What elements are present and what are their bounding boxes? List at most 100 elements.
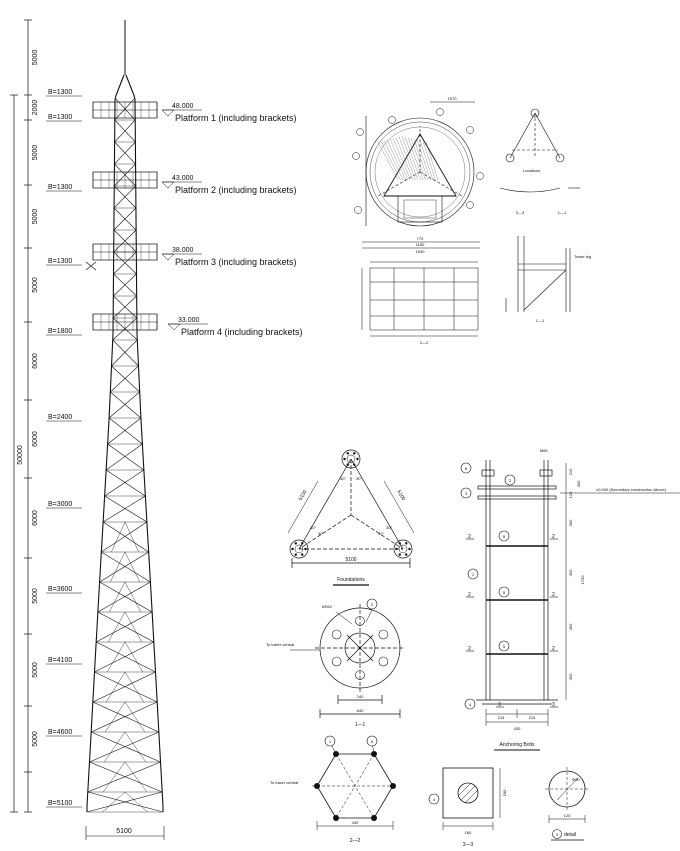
secondary-brace: [104, 731, 126, 763]
brace: [99, 581, 153, 613]
plate-hole: [355, 670, 365, 680]
bolt-dim-bottom-1: 215: [498, 715, 505, 720]
plate-dim-inner: 240: [357, 694, 364, 699]
platform-plan-top-dim: 1570: [448, 96, 458, 101]
foundation-plan: [287, 458, 415, 568]
segment-label: 5000: [32, 731, 39, 747]
bolt-callout-circle: [498, 530, 510, 542]
section-mark: 3: [498, 702, 501, 708]
brace: [114, 141, 136, 165]
anchor-group: [341, 449, 361, 469]
callout-bubble: [476, 172, 484, 180]
bolt-callout: 5: [503, 534, 506, 539]
section-mark: 2: [552, 646, 555, 652]
locations-detail: [499, 108, 580, 193]
anchor-plate-section-1-1: [290, 604, 405, 718]
s33-callout-circle: [428, 793, 440, 805]
base-width-dimension: [85, 826, 165, 840]
secondary-brace: [124, 551, 140, 583]
grating-line: [395, 137, 414, 181]
anchor-bolt: [291, 547, 294, 551]
secondary-brace: [124, 641, 143, 673]
brace: [96, 641, 156, 673]
grating-line: [416, 139, 431, 181]
grating-line: [398, 136, 416, 181]
bolt-callout-circle: [467, 568, 479, 580]
grating-line: [392, 138, 411, 181]
segment-label: 2000: [32, 100, 39, 116]
panel-width-label: B=3000: [48, 501, 72, 508]
panel-width-label: B=1300: [48, 258, 72, 265]
platform-name: Platform 3 (including brackets): [175, 257, 297, 267]
bolt-dim-right: 450: [568, 673, 573, 680]
anchor-bolt: [343, 457, 346, 461]
brace: [102, 521, 149, 553]
bolt-dim-right: 400: [576, 480, 581, 487]
brace: [111, 339, 138, 367]
brace: [113, 229, 137, 253]
anchor-bolt: [395, 547, 398, 551]
foundation-base-dim: 5100: [345, 557, 356, 563]
secondary-brace: [108, 611, 126, 643]
detail-caption: detail: [564, 832, 576, 838]
anchor-group: [289, 539, 309, 559]
bolt-dim-bottom-total: 430: [514, 726, 521, 731]
brace: [110, 365, 139, 393]
section-mark: 2: [468, 592, 471, 598]
brace: [89, 731, 159, 763]
section-3-3-top-caption: 3—3: [516, 210, 525, 215]
level-marker: [167, 323, 181, 331]
bolt-callout: 1: [472, 572, 475, 577]
segment-label: 6000: [32, 353, 39, 369]
secondary-brace: [124, 611, 142, 643]
anchoring-bolts-caption: Anchoring Bolts: [499, 742, 535, 748]
angle-2: 30°: [356, 476, 362, 481]
plate-to-tower-label: To tower central: [266, 642, 294, 647]
anchor-bolt: [356, 457, 359, 461]
anchor-center: [346, 454, 356, 464]
secondary-brace: [106, 671, 126, 703]
section-3-3-plate: [442, 767, 501, 830]
plate-section-caption: 1—1: [355, 722, 366, 728]
brace: [113, 185, 136, 209]
grating-line: [380, 141, 401, 181]
foundation-side-right: 5100: [395, 489, 406, 502]
segment-label: 5000: [32, 662, 39, 678]
segment-label: 6000: [32, 431, 39, 447]
brace: [101, 521, 148, 553]
brace: [110, 391, 142, 419]
anchor-center: [294, 544, 304, 554]
brace: [108, 391, 140, 419]
brace: [101, 551, 151, 583]
platform: [92, 243, 158, 261]
brace: [89, 761, 163, 793]
grating-line: [401, 135, 419, 181]
bolt-dim-right: 350: [568, 519, 573, 526]
hex-section-caption: 2—2: [350, 838, 361, 844]
bracket-section-1-1: [505, 236, 571, 312]
hex-callout-1-circle: [324, 735, 336, 747]
bolt-dim-right: 120: [568, 491, 573, 498]
detail-dia: Φ60: [572, 777, 580, 782]
anchoring-bolts-elevation: [476, 460, 680, 726]
brace: [99, 551, 149, 583]
bolt-callout: 2: [509, 478, 512, 483]
secondary-brace: [105, 701, 126, 733]
callout-2-circle: [366, 598, 378, 610]
grating-line: [386, 139, 406, 181]
segment-label: 5000: [32, 145, 39, 161]
plate-hole: [331, 629, 342, 640]
secondary-brace: [102, 791, 126, 813]
bolt-dim-bottom-2: 215: [529, 715, 536, 720]
panel-width-label: B=3600: [48, 586, 72, 593]
s33-callout: 4: [433, 797, 436, 802]
secondary-brace: [124, 701, 145, 733]
hex-callout-5-circle: [366, 735, 378, 747]
platform-plan-callouts: [352, 108, 484, 214]
brace: [97, 581, 151, 613]
anchor-bolt: [301, 553, 304, 556]
brace: [94, 671, 158, 703]
anchor-bolt: [346, 452, 349, 455]
